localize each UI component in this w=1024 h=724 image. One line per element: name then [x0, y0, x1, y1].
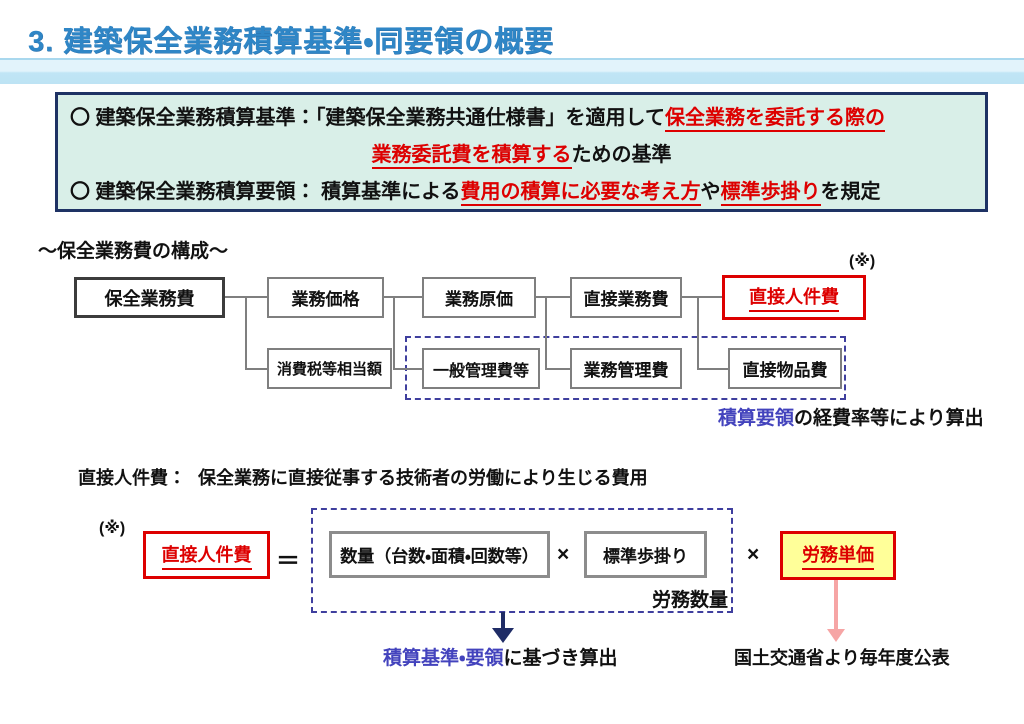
box-direct-labor-cost: 直接人件費 — [722, 275, 866, 320]
connector-line — [545, 368, 570, 370]
connector-line — [245, 296, 247, 370]
summary-line2-text: ための基準 — [571, 144, 672, 166]
labor-quantity-dashed-group — [311, 508, 733, 613]
connector-line — [682, 296, 722, 298]
box-work-management-cost: 業務管理費 — [570, 348, 682, 389]
connector-line — [384, 296, 422, 298]
calc-basis-note-black: に基づき算出 — [503, 648, 618, 669]
publish-note: 国土交通省より毎年度公表 — [734, 648, 950, 668]
connector-line — [697, 368, 728, 370]
times-sign-2: × — [747, 543, 760, 566]
summary-line-2: 業務委託費を積算するための基準 — [70, 137, 973, 174]
summary-line1-text: 〇 建築保全業務積算基準：「建築保全業務共通仕様書」を適用して — [70, 107, 665, 129]
summary-line1-highlight: 保全業務を委託する際の — [664, 107, 885, 132]
box-maintenance-cost: 保全業務費 — [74, 277, 225, 318]
summary-line3-highlight-1: 費用の積算に必要な考え方 — [460, 181, 701, 206]
summary-line3-highlight-2: 標準歩掛り — [720, 181, 821, 206]
equals-sign: ＝ — [276, 548, 300, 575]
box-direct-work-cost: 直接業務費 — [570, 277, 682, 318]
summary-box: 〇 建築保全業務積算基準：「建築保全業務共通仕様書」を適用して保全業務を委託する… — [55, 92, 988, 212]
definition-text: 保全業務に直接従事する技術者の労働により生じる費用 — [198, 468, 648, 488]
calc-basis-note: 積算基準・要領に基づき算出 — [383, 643, 617, 670]
summary-line3-mid: や — [700, 181, 721, 203]
box-work-price: 業務価格 — [267, 277, 384, 318]
connector-line — [697, 296, 699, 370]
note-mark-formula: (※) — [99, 520, 126, 537]
down-arrow-pink — [834, 580, 838, 631]
calc-basis-note-blue: 積算基準・要領 — [383, 648, 504, 669]
overhead-calc-note-blue: 積算要領 — [718, 408, 795, 429]
labor-quantity-label: 労務数量 — [651, 590, 728, 611]
times-sign-1: × — [557, 543, 570, 566]
box-direct-goods-cost: 直接物品費 — [728, 348, 842, 389]
down-arrow-pink-head — [827, 629, 845, 642]
page-title: 3. 建築保全業務積算基準・同要領の概要 — [28, 26, 555, 58]
connector-line — [393, 368, 422, 370]
overhead-calc-note-black: の経費率等により算出 — [794, 408, 984, 429]
summary-line2-highlight: 業務委託費を積算する — [371, 144, 572, 169]
cost-breakdown-heading: ～保全業務費の構成～ — [38, 241, 229, 262]
down-arrow-navy — [501, 612, 505, 630]
summary-line3-suffix: を規定 — [820, 181, 881, 203]
box-consumption-tax: 消費税等相当額 — [267, 348, 392, 389]
connector-line — [536, 296, 570, 298]
connector-line — [393, 296, 395, 370]
formula-standard-rate-box: 標準歩掛り — [584, 531, 707, 578]
labor-unit-price-label: 労務単価 — [802, 541, 874, 570]
overhead-calc-note: 積算要領の経費率等により算出 — [718, 403, 984, 430]
note-mark-chart: (※) — [849, 253, 876, 270]
connector-line — [545, 296, 547, 370]
formula-lhs-label: 直接人件費 — [161, 541, 252, 570]
formula-quantity-box: 数量（台数・面積・回数等） — [329, 531, 550, 578]
definition-label: 直接人件費： — [78, 468, 186, 488]
formula-lhs-direct-labor: 直接人件費 — [143, 531, 270, 579]
connector-line — [245, 368, 267, 370]
down-arrow-navy-head — [492, 628, 514, 643]
summary-line-1: 〇 建築保全業務積算基準：「建築保全業務共通仕様書」を適用して保全業務を委託する… — [70, 100, 973, 137]
formula-labor-unit-price-box: 労務単価 — [780, 531, 896, 580]
summary-line-3: 〇 建築保全業務積算要領： 積算基準による費用の積算に必要な考え方や標準歩掛りを… — [70, 174, 973, 211]
direct-labor-definition: 直接人件費： 保全業務に直接従事する技術者の労働により生じる費用 — [78, 464, 648, 490]
title-underline-band — [0, 58, 1024, 84]
box-direct-labor-cost-label: 直接人件費 — [749, 283, 839, 312]
summary-line3-text: 〇 建築保全業務積算要領： 積算基準による — [70, 181, 461, 203]
box-general-admin-cost: 一般管理費等 — [422, 348, 540, 389]
box-work-prime-cost: 業務原価 — [422, 277, 536, 318]
